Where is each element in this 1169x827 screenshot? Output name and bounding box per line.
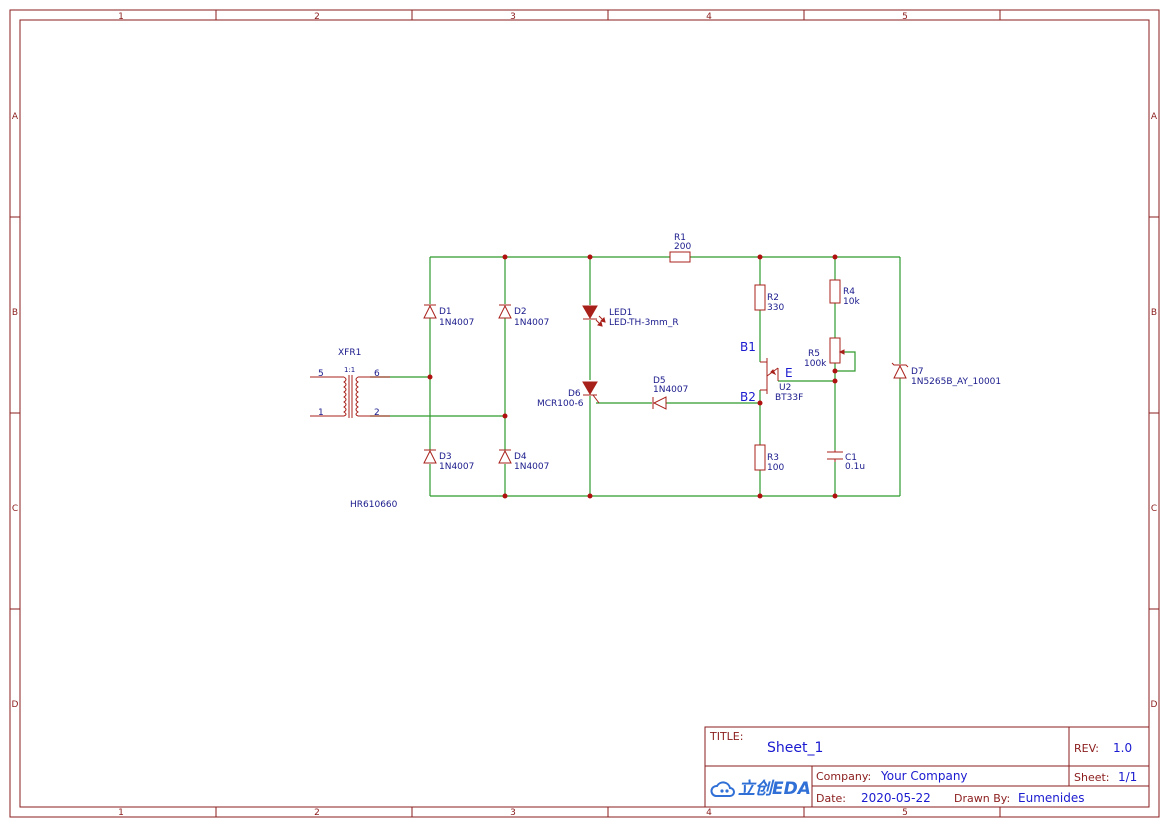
r4-ref: R4 — [843, 287, 855, 297]
title-label: TITLE: — [709, 730, 743, 743]
row-label-right: C — [1151, 504, 1157, 514]
rev-value: 1.0 — [1113, 741, 1132, 755]
date-label: Date: — [816, 792, 846, 805]
col-label-bottom: 5 — [902, 808, 908, 818]
r2-value: 330 — [767, 303, 784, 313]
row-label-left: C — [12, 504, 18, 514]
capacitor-c1[interactable]: C1 0.1u — [827, 450, 865, 472]
transistor-u2[interactable]: U2 BT33F — [760, 358, 803, 403]
company-value: Your Company — [880, 769, 968, 783]
row-label-left: B — [12, 308, 18, 318]
transformer-xfr1[interactable]: XFR1 1:1 5 6 1 2 HR610660 — [310, 348, 398, 510]
d1-ref: D1 — [439, 307, 452, 317]
xfr1-value: HR610660 — [350, 500, 398, 510]
d1-value: 1N4007 — [439, 318, 474, 328]
resistor-r3[interactable]: R3 100 — [754, 444, 784, 473]
d7-value: 1N5265B_AY_10001 — [911, 377, 1001, 387]
d4-value: 1N4007 — [514, 462, 549, 472]
diode-d2[interactable]: D2 1N4007 — [498, 304, 549, 328]
d2-value: 1N4007 — [514, 318, 549, 328]
led1-value: LED-TH-3mm_R — [609, 318, 679, 328]
net-label-b2: B2 — [740, 390, 756, 404]
r5-value: 100k — [804, 359, 827, 369]
xfr1-pin-1: 1 — [318, 408, 324, 418]
col-label-top: 5 — [902, 12, 908, 22]
diode-d1[interactable]: D1 1N4007 — [423, 304, 474, 328]
r3-value: 100 — [767, 463, 784, 473]
d3-ref: D3 — [439, 452, 452, 462]
col-label-bottom: 2 — [314, 808, 320, 818]
r2-ref: R2 — [767, 293, 779, 303]
d6-value: MCR100-6 — [537, 399, 584, 409]
c1-value: 0.1u — [845, 462, 865, 472]
u2-ref: U2 — [779, 383, 791, 393]
led1-ref: LED1 — [609, 308, 632, 318]
row-label-right: A — [1151, 112, 1158, 122]
d7-ref: D7 — [911, 367, 924, 377]
company-label: Company: — [816, 770, 871, 783]
col-label-top: 3 — [510, 12, 516, 22]
drawn-by-value: Eumenides — [1018, 791, 1084, 805]
col-label-top: 2 — [314, 12, 320, 22]
row-label-right: B — [1151, 308, 1157, 318]
d4-ref: D4 — [514, 452, 527, 462]
zener-d7[interactable]: D7 1N5265B_AY_10001 — [891, 362, 1001, 387]
date-value: 2020-05-22 — [861, 791, 931, 805]
r1-value: 200 — [674, 242, 691, 252]
row-label-left: A — [12, 112, 19, 122]
xfr1-pin-5: 5 — [318, 369, 324, 379]
col-label-bottom: 1 — [118, 808, 124, 818]
row-label-left: D — [12, 700, 19, 710]
r4-value: 10k — [843, 297, 860, 307]
d5-value: 1N4007 — [653, 385, 688, 395]
net-label-e: E — [785, 366, 793, 380]
cloud-icon — [710, 781, 735, 797]
u2-value: BT33F — [775, 393, 803, 403]
rev-label: REV: — [1074, 742, 1099, 755]
xfr1-ref: XFR1 — [338, 348, 361, 358]
d5-ref: D5 — [653, 376, 666, 386]
row-label-right: D — [1151, 700, 1158, 710]
sheet-value: 1/1 — [1118, 770, 1137, 784]
d2-ref: D2 — [514, 307, 527, 317]
c1-ref: C1 — [845, 453, 857, 463]
r5-ref: R5 — [808, 349, 820, 359]
r1-ref: R1 — [674, 233, 686, 243]
led-led1[interactable]: LED1 LED-TH-3mm_R — [582, 305, 679, 328]
drawn-by-label: Drawn By: — [954, 792, 1010, 805]
sheet-label: Sheet: — [1074, 771, 1110, 784]
xfr1-ratio: 1:1 — [344, 366, 355, 374]
xfr1-pin-6: 6 — [374, 369, 380, 379]
potentiometer-r5[interactable]: R5 100k — [804, 337, 845, 369]
net-label-b1: B1 — [740, 340, 756, 354]
junctions — [427, 254, 838, 499]
d6-ref: D6 — [568, 389, 581, 399]
col-label-top: 4 — [706, 12, 712, 22]
col-label-bottom: 4 — [706, 808, 712, 818]
sheet-title: Sheet_1 — [767, 740, 823, 756]
sheet-frame: 1 2 3 4 5 1 2 3 4 5 A B C D A B C D — [9, 9, 1160, 818]
diode-d5[interactable]: D5 1N4007 — [652, 376, 688, 410]
eda-logo: 立创EDA — [738, 779, 811, 799]
diode-d3[interactable]: D3 1N4007 — [423, 449, 474, 472]
thyristor-d6[interactable]: D6 MCR100-6 — [537, 381, 600, 409]
r3-ref: R3 — [767, 453, 779, 463]
title-block: TITLE: Sheet_1 REV: 1.0 立创EDA Company: Y… — [704, 726, 1150, 808]
d3-value: 1N4007 — [439, 462, 474, 472]
resistor-r2[interactable]: R2 330 — [754, 284, 784, 313]
diode-d4[interactable]: D4 1N4007 — [498, 449, 549, 472]
resistor-r4[interactable]: R4 10k — [829, 279, 860, 307]
xfr1-pin-2: 2 — [374, 408, 380, 418]
wires — [370, 256, 901, 497]
col-label-bottom: 3 — [510, 808, 516, 818]
resistor-r1[interactable]: R1 200 — [669, 233, 691, 263]
col-label-top: 1 — [118, 12, 124, 22]
